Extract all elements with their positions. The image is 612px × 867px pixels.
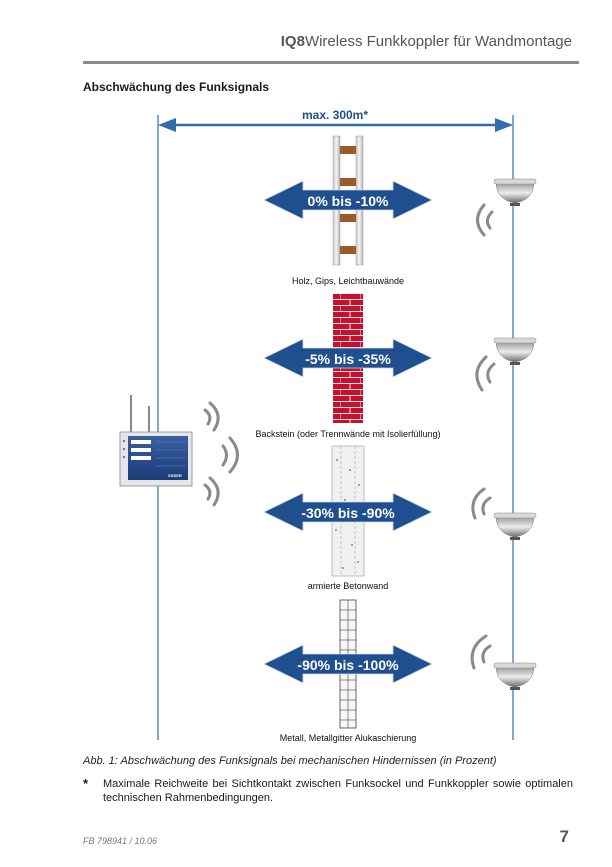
header-title-text: Wireless Funkkoppler für Wandmontage xyxy=(304,33,572,50)
detector-icon-4 xyxy=(493,662,537,690)
document-number: FB 798941 / 10.06 xyxy=(83,836,158,846)
obstacle-label-concrete: armierte Betonwand xyxy=(308,581,389,591)
radio-coupler-device-icon: ESSER xyxy=(119,395,193,487)
figure-caption: Abb. 1: Abschwächung des Funksignals bei… xyxy=(83,755,497,767)
range-arrow-left-head xyxy=(158,118,176,132)
detector-radio-waves-icon-2 xyxy=(475,355,496,392)
obstacle-label-brick: Backstein (oder Trennwände mit Isolierfü… xyxy=(255,429,440,439)
header-title: IQ8Wireless Funkkoppler für Wandmontage xyxy=(281,33,572,50)
device-radio-waves-icon xyxy=(203,401,239,507)
obstacle-label-wood: Holz, Gips, Leichtbauwände xyxy=(292,276,404,286)
attenuation-arrow-metal xyxy=(263,644,433,684)
detector-icon-3 xyxy=(493,512,537,540)
detector-radio-waves-icon-4 xyxy=(470,634,492,670)
attenuation-value-brick: -5% bis -35% xyxy=(305,351,391,367)
attenuation-value-wood: 0% bis -10% xyxy=(308,193,389,209)
section-heading: Abschwächung des Funksignals xyxy=(83,80,270,94)
range-label: max. 300m* xyxy=(302,108,368,122)
attenuation-arrow-wood xyxy=(263,180,433,220)
detector-icon-1 xyxy=(493,178,537,206)
detector-radio-waves-icon-3 xyxy=(471,487,492,520)
obstacle-label-metal: Metall, Metallgitter Alukaschierung xyxy=(280,733,417,743)
detector-radio-waves-icon-1 xyxy=(476,203,494,237)
footnote-text: Maximale Reichweite bei Sichtkontakt zwi… xyxy=(103,778,573,804)
range-arrow-right-head xyxy=(495,118,513,132)
footnote: * Maximale Reichweite bei Sichtkontakt z… xyxy=(83,777,573,805)
device-brand-label: ESSER xyxy=(168,473,182,478)
header-rule xyxy=(83,61,579,64)
header-brand: IQ8 xyxy=(280,33,305,50)
detector-icon-2 xyxy=(493,337,537,365)
attenuation-arrow-brick xyxy=(263,338,433,378)
attenuation-value-concrete: -30% bis -90% xyxy=(301,505,395,521)
footnote-marker: * xyxy=(83,776,89,791)
attenuation-value-metal: -90% bis -100% xyxy=(297,657,399,673)
attenuation-arrow-concrete xyxy=(263,492,433,532)
page-number: 7 xyxy=(559,827,569,846)
